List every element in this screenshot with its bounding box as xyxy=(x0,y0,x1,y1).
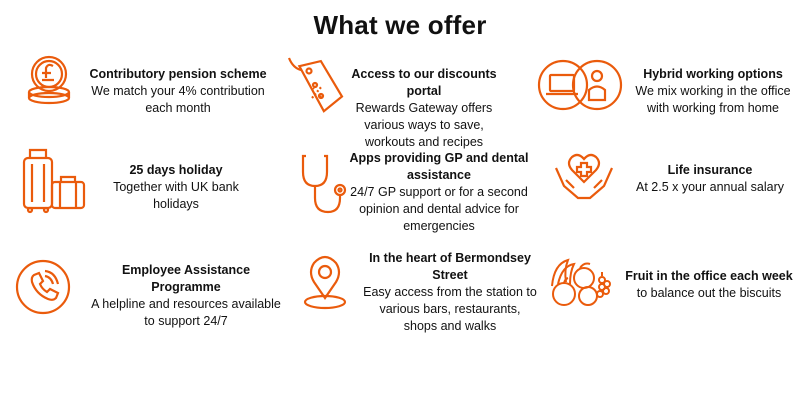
benefit-location: In the heart of Bermondsey Street Easy a… xyxy=(362,250,538,335)
benefit-hybrid: Hybrid working options We mix working in… xyxy=(628,66,798,117)
benefit-description: At 2.5 x your annual salary xyxy=(636,180,784,194)
benefit-heading: In the heart of Bermondsey Street xyxy=(369,251,531,282)
benefit-heading: Employee Assistance Programme xyxy=(121,263,251,294)
benefit-description: Rewards Gateway offers various ways to s… xyxy=(355,101,493,149)
stethoscope-icon xyxy=(298,152,352,216)
page-title: What we offer xyxy=(313,10,487,40)
benefit-discounts: Access to our discounts portal Rewards G… xyxy=(346,66,502,151)
benefit-pension: Contributory pension scheme We match you… xyxy=(84,66,272,117)
benefit-heading: Access to our discounts portal xyxy=(351,67,497,98)
benefit-heading: Contributory pension scheme xyxy=(89,67,267,81)
heart-hands-icon xyxy=(554,148,614,202)
pension-coins-icon xyxy=(22,52,76,106)
benefit-heading: 25 days holiday xyxy=(129,163,223,177)
benefit-heading: Hybrid working options xyxy=(643,67,783,81)
hybrid-working-icon xyxy=(536,58,624,112)
benefit-description: We match your 4% contribution each month xyxy=(91,84,265,115)
benefit-life-insurance: Life insurance At 2.5 x your annual sala… xyxy=(624,162,796,196)
benefit-description: 24/7 GP support or for a second opinion … xyxy=(350,185,528,233)
benefit-description: Together with UK bank holidays xyxy=(113,180,239,211)
discount-tag-icon xyxy=(286,54,344,116)
benefit-description: Easy access from the station to various … xyxy=(363,285,537,333)
benefit-description: We mix working in the office with workin… xyxy=(635,84,791,115)
benefit-description: A helpline and resources available to su… xyxy=(91,297,281,328)
benefit-heading: Fruit in the office each week xyxy=(625,269,793,283)
benefit-heading: Apps providing GP and dental assistance xyxy=(349,151,529,182)
fruit-basket-icon xyxy=(548,256,614,308)
location-pin-icon xyxy=(300,252,350,312)
benefit-gp-dental: Apps providing GP and dental assistance … xyxy=(346,150,532,235)
phone-circle-icon xyxy=(14,258,72,316)
benefit-eap: Employee Assistance Programme A helpline… xyxy=(86,262,286,330)
benefit-fruit: Fruit in the office each week to balance… xyxy=(620,268,798,302)
benefit-heading: Life insurance xyxy=(667,163,753,177)
benefit-holiday: 25 days holiday Together with UK bank ho… xyxy=(96,162,256,213)
luggage-icon xyxy=(18,146,88,214)
benefit-description: to balance out the biscuits xyxy=(636,286,782,300)
